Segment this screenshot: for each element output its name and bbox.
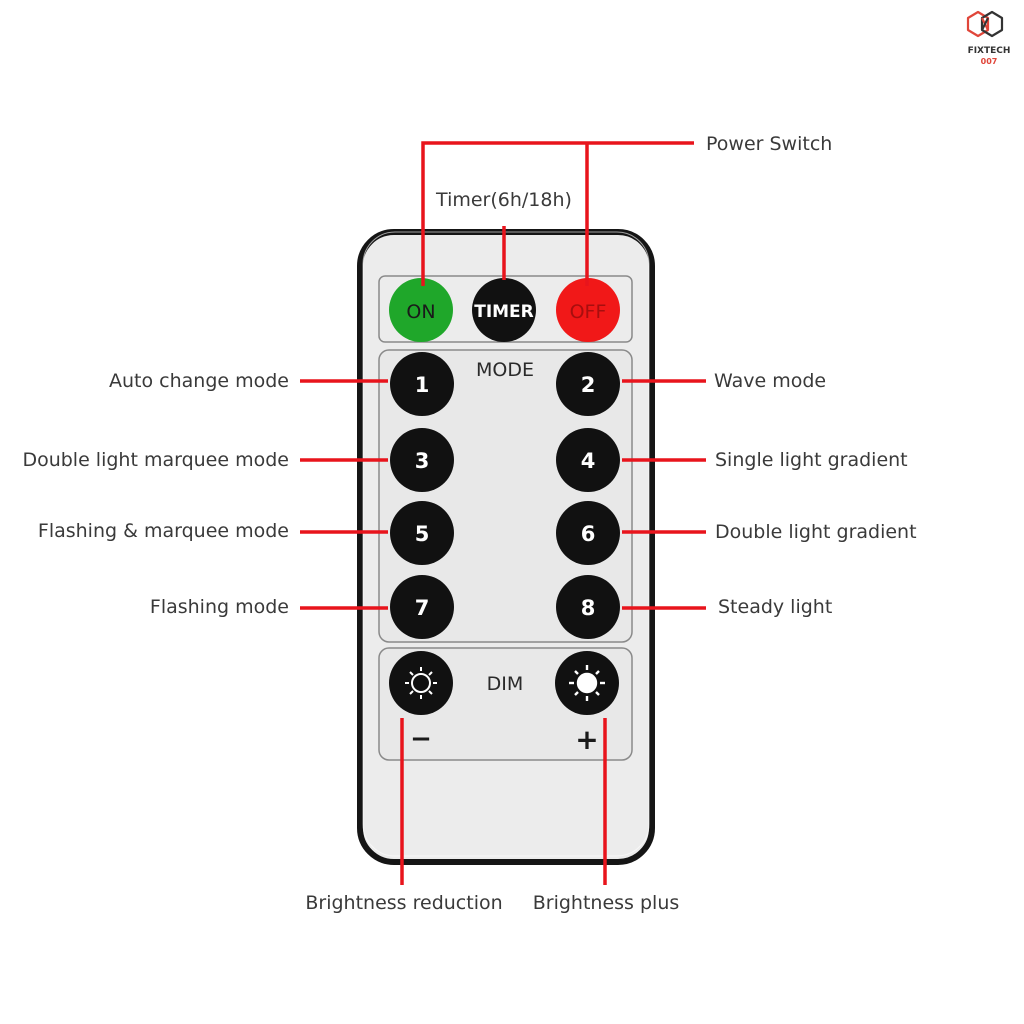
logo-mark-icon: [966, 10, 1004, 38]
mode-button-3-label: 3: [415, 449, 430, 473]
timer-button-label: TIMER: [474, 302, 534, 322]
off-button-label: OFF: [570, 301, 607, 323]
label-dim-minus: Brightness reduction: [305, 892, 503, 914]
timer-button[interactable]: TIMER: [472, 278, 536, 342]
mode-button-5[interactable]: 5: [390, 501, 454, 565]
mode-button-4[interactable]: 4: [556, 428, 620, 492]
sun-filled-icon: [569, 665, 605, 701]
mode-button-7-label: 7: [415, 596, 430, 620]
label-power-switch: Power Switch: [706, 133, 833, 155]
leader-power-on: [421, 141, 694, 286]
mode-title: MODE: [476, 359, 534, 381]
logo-number: 007: [980, 57, 998, 66]
on-button-label: ON: [406, 301, 435, 323]
sun-outline-icon: [405, 667, 437, 699]
label-mode-1: Auto change mode: [109, 370, 289, 392]
dim-minus-sign: −: [410, 724, 432, 754]
mode-button-8-label: 8: [581, 596, 596, 620]
label-mode-3: Double light marquee mode: [22, 449, 289, 471]
label-mode-6: Double light gradient: [715, 521, 917, 543]
fixtech-logo: FIXTECH 007: [958, 6, 1020, 70]
mode-button-5-label: 5: [415, 522, 430, 546]
mode-button-2-label: 2: [581, 373, 596, 397]
off-button[interactable]: OFF: [556, 278, 620, 342]
label-timer: Timer(6h/18h): [436, 189, 572, 211]
dim-title: DIM: [487, 673, 524, 695]
mode-panel: [378, 349, 633, 643]
dim-plus-button[interactable]: [555, 651, 619, 715]
logo-text: FIXTECH: [967, 46, 1011, 56]
dim-minus-button[interactable]: [389, 651, 453, 715]
mode-button-6-label: 6: [581, 522, 596, 546]
leader-lines: [300, 141, 706, 885]
mode-button-2[interactable]: 2: [556, 352, 620, 416]
label-dim-plus: Brightness plus: [532, 892, 680, 914]
mode-button-3[interactable]: 3: [390, 428, 454, 492]
label-mode-5: Flashing & marquee mode: [37, 520, 289, 542]
mode-button-4-label: 4: [581, 449, 596, 473]
mode-button-1[interactable]: 1: [390, 352, 454, 416]
label-mode-7: Flashing mode: [149, 596, 289, 618]
mode-button-6[interactable]: 6: [556, 501, 620, 565]
label-mode-2: Wave mode: [714, 370, 827, 392]
label-mode-8: Steady light: [718, 596, 833, 618]
label-mode-4: Single light gradient: [715, 449, 908, 471]
mode-button-1-label: 1: [415, 373, 430, 397]
remote-body-shadow: [362, 231, 650, 857]
on-button[interactable]: ON: [389, 278, 453, 342]
mode-button-7[interactable]: 7: [390, 575, 454, 639]
mode-button-8[interactable]: 8: [556, 575, 620, 639]
dim-plus-sign: +: [575, 723, 598, 756]
